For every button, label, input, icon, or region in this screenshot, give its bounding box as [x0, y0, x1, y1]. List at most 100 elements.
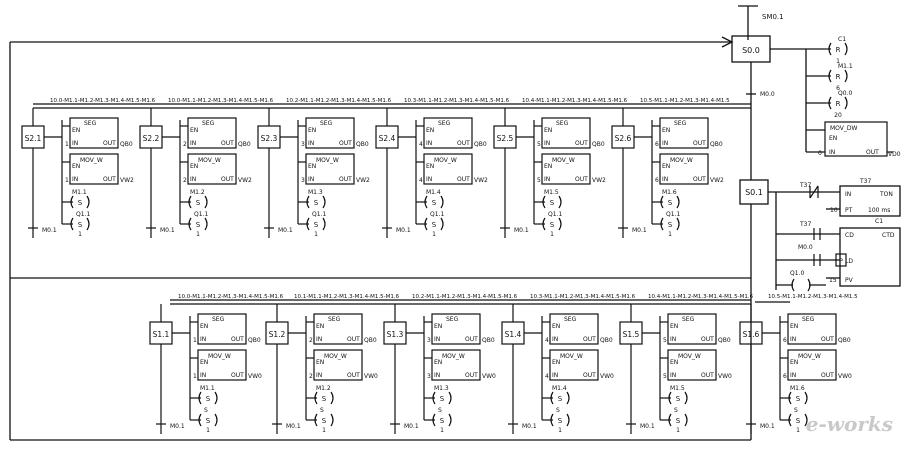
coil-right-arc: [844, 69, 848, 83]
seg-block: [313, 313, 363, 345]
seg-name: SEG: [556, 120, 569, 127]
coil2-count: 1: [550, 231, 554, 238]
step-m-label: M0.1: [278, 227, 293, 234]
mov-en: EN: [308, 163, 316, 170]
mov-name: MOV_W: [442, 353, 465, 360]
step-condition: 10.5-M1.1-M1.2-M1.3-M1.4-M1.5: [768, 294, 858, 300]
seg-in-val: 1: [193, 337, 197, 344]
coil-letter: S: [440, 395, 445, 403]
mov-en: EN: [790, 359, 798, 366]
coil-name: M1.3: [308, 189, 323, 196]
mov-name: MOV_W: [434, 157, 457, 164]
step-group: 10.5-M1.1-M1.2-M1.3-M1.4-M1.5S2.6M0.1SEG…: [611, 98, 730, 238]
m00-label: M0.0: [760, 91, 775, 98]
seg-name: SEG: [320, 120, 333, 127]
seg-dst: QB0: [248, 337, 261, 344]
coil2-name: S: [674, 407, 678, 414]
mov-block: [549, 349, 599, 381]
seg-block: [423, 117, 473, 149]
reset-coil-name: Q0.0: [838, 90, 852, 97]
seg-en: EN: [544, 127, 552, 134]
coil-right-arc: [558, 195, 562, 209]
step-condition: 10.3-M1.1-M1.2-M1.3-M1.4-M1.5-M1.6: [530, 294, 636, 300]
seg-name: SEG: [438, 120, 451, 127]
seg-in: IN: [316, 336, 322, 343]
step-group: 10.4-M1.1-M1.2-M1.3-M1.4-M1.5-M1.6S1.5M0…: [619, 294, 754, 434]
coil-letter: S: [78, 199, 83, 207]
mov-name: MOV_W: [670, 157, 693, 164]
mov-name: MOV_W: [324, 353, 347, 360]
mov-in-val: 2: [183, 177, 187, 184]
seg-out: OUT: [575, 140, 588, 147]
seg-en: EN: [552, 323, 560, 330]
coil-name: M1.5: [670, 385, 685, 392]
step-m-label: M0.1: [404, 423, 419, 430]
coil-letter: S: [432, 199, 437, 207]
seg-name: SEG: [802, 316, 815, 323]
mov-dw-dst: VD0: [888, 151, 901, 158]
coil-letter: S: [550, 199, 555, 207]
coil-letter: R: [836, 100, 841, 108]
seg-en: EN: [434, 323, 442, 330]
coil2-name: S: [438, 407, 442, 414]
step-label: S1.3: [387, 330, 404, 339]
coil2-name: S: [204, 407, 208, 414]
coil-right-arc: [440, 195, 444, 209]
seg-in: IN: [790, 336, 796, 343]
seg-in-val: 4: [545, 337, 549, 344]
step-condition: 10.4-M1.1-M1.2-M1.3-M1.4-M1.5-M1.6: [522, 98, 628, 104]
coil-right-arc: [322, 195, 326, 209]
step-condition: 10.2-M1.1-M1.2-M1.3-M1.4-M1.5-M1.6: [412, 294, 518, 300]
m00-contact-label: M0.0: [798, 244, 813, 251]
seg-name: SEG: [202, 120, 215, 127]
coil2-count: 1: [440, 427, 444, 434]
step-group: 10.0-M1.1-M1.2-M1.3-M1.4-M1.5-M1.6S2.1M0…: [21, 98, 156, 238]
reset-coil-count: 6: [836, 85, 840, 92]
mov-dw-name: MOV_DW: [830, 125, 858, 132]
mov-in-val: 1: [65, 177, 69, 184]
seg-dst: QB0: [356, 141, 369, 148]
mov-block: [659, 153, 709, 185]
coil-letter: S: [314, 199, 319, 207]
step-label: S1.1: [153, 330, 170, 339]
mov-in: IN: [662, 176, 668, 183]
seg-block: [667, 313, 717, 345]
seg-in: IN: [662, 140, 668, 147]
timer-base: 100 ms: [868, 207, 890, 214]
seg-out: OUT: [221, 140, 234, 147]
mov-en: EN: [552, 359, 560, 366]
coil-right-arc: [322, 217, 326, 231]
step-label: S2.6: [615, 134, 632, 143]
coil-right-arc: [330, 413, 334, 427]
mov-out: OUT: [103, 176, 116, 183]
coil-right-arc: [684, 413, 688, 427]
step-label: S1.2: [269, 330, 286, 339]
step-m-label: M0.1: [760, 423, 775, 430]
seg-block: [187, 117, 237, 149]
mov-out: OUT: [583, 372, 596, 379]
seg-block: [541, 117, 591, 149]
coil-right-arc: [330, 391, 334, 405]
mov-en: EN: [190, 163, 198, 170]
mov-name: MOV_W: [560, 353, 583, 360]
mov-dst: VW2: [356, 177, 370, 184]
step-s00-label: S0.0: [742, 46, 760, 55]
step-label: S1.6: [743, 330, 760, 339]
mov-dst: VW0: [718, 373, 732, 380]
reset-coil-count: 20: [834, 112, 842, 119]
mov-en: EN: [662, 163, 670, 170]
step-m-label: M0.1: [396, 227, 411, 234]
mov-name: MOV_W: [198, 157, 221, 164]
coil2-count: 1: [322, 427, 326, 434]
coil-name: M1.5: [544, 189, 559, 196]
mov-block: [541, 153, 591, 185]
mov-en: EN: [72, 163, 80, 170]
coil2-count: 1: [796, 427, 800, 434]
step-group: 10.0-M1.1-M1.2-M1.3-M1.4-M1.5-M1.6S1.1M0…: [149, 294, 284, 434]
seg-block: [659, 117, 709, 149]
coil2-count: 1: [432, 231, 436, 238]
mov-block: [787, 349, 837, 381]
coil-letter: S: [668, 221, 673, 229]
coil2-name: Q1.1: [194, 211, 208, 218]
coil-name: M1.1: [72, 189, 87, 196]
